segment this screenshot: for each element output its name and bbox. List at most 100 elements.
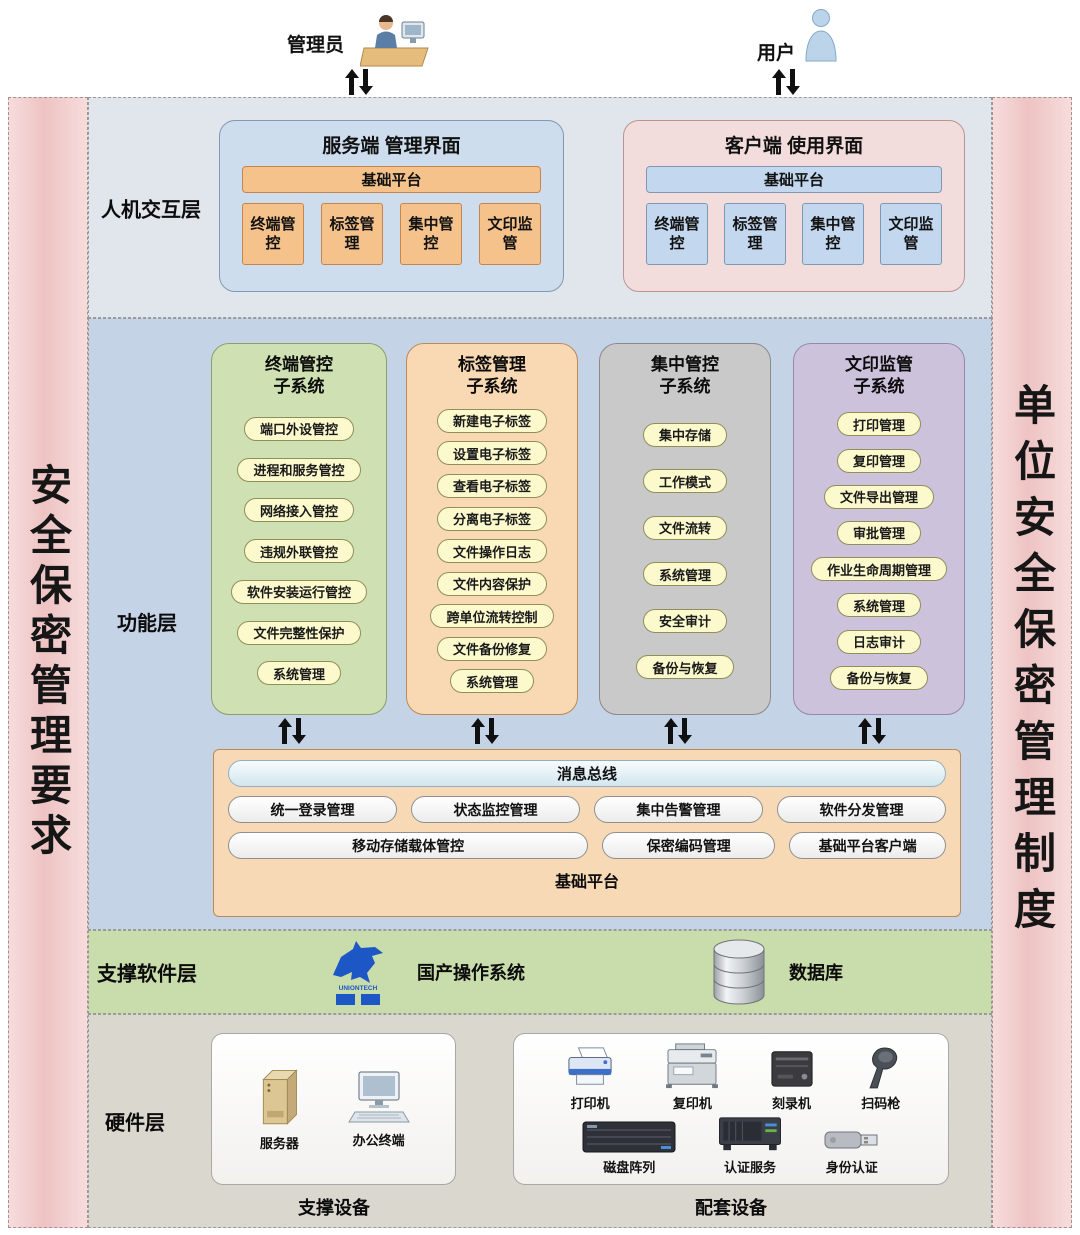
left-banner-text: 安全保密管理要求 (24, 462, 72, 863)
down-arrow-icon (358, 69, 373, 95)
layer-stack: 人机交互层 服务端 管理界面 基础平台 终端管控 标签管理 集中管控 文印监管 … (88, 97, 992, 1228)
down-arrow-icon (291, 718, 306, 744)
admin-link-arrows (344, 69, 373, 95)
subsystem-title-line2: 子系统 (659, 377, 711, 397)
client-usage-panel: 客户端 使用界面 基础平台 终端管控 标签管理 集中管控 文印监管 (623, 120, 965, 292)
uniontech-logo: UNIONTECH (321, 937, 395, 1014)
software-layer: 支撑软件层 UNIONTECH 国产操作系统 (88, 930, 992, 1014)
hardware-layer: 硬件层 服务器 (88, 1014, 992, 1228)
feature-pill: 集中存储 (642, 422, 727, 447)
platform-pill: 状态监控管理 (411, 796, 580, 823)
hardware-layer-label: 硬件层 (105, 1112, 165, 1135)
user-link-arrows (771, 69, 800, 95)
domestic-os-label: 国产操作系统 (417, 963, 525, 983)
hw-label: 复印机 (672, 1096, 712, 1111)
copier-icon (666, 1043, 719, 1089)
module-central-control: 集中管控 (400, 203, 462, 265)
subsystem-title-line1: 标签管理 (458, 355, 526, 374)
right-policy-banner: 单位安全保密管理制度 (992, 97, 1072, 1228)
hw-disk-array: 磁盘阵列 (581, 1120, 677, 1176)
feature-pill: 系统管理 (449, 669, 534, 694)
subsystem-terminal-control: 终端管控 子系统 端口外设管控 进程和服务管控 网络接入管控 违规外联管控 软件… (211, 343, 387, 715)
down-arrow-icon (785, 69, 800, 95)
up-arrow-icon (344, 69, 359, 95)
subsystem-items: 集中存储 工作模式 文件流转 系统管理 安全审计 备份与恢复 (610, 400, 760, 702)
up-arrow-icon (470, 718, 485, 744)
down-arrow-icon (871, 718, 886, 744)
up-arrow-icon (857, 718, 872, 744)
left-requirement-banner: 安全保密管理要求 (8, 97, 88, 1228)
user-label: 用户 (757, 43, 796, 64)
function-layer-label: 功能层 (117, 613, 177, 635)
hw-identity-auth: 身份认证 (823, 1126, 881, 1176)
message-bus: 消息总线 (228, 760, 946, 787)
hw-scanner-gun: 扫码枪 (861, 1044, 901, 1112)
software-layer-label: 支撑软件层 (97, 963, 197, 986)
subsystem-title-line1: 文印监管 (845, 355, 913, 374)
module-terminal-control: 终端管控 (242, 203, 304, 265)
subsystem-title-line2: 子系统 (466, 377, 518, 397)
interaction-layer: 人机交互层 服务端 管理界面 基础平台 终端管控 标签管理 集中管控 文印监管 … (88, 97, 992, 318)
support-devices-label: 支撑设备 (298, 1198, 370, 1218)
feature-pill: 新建电子标签 (436, 408, 547, 433)
feature-pill: 文件操作日志 (436, 539, 547, 564)
support-devices-box: 服务器 办公终端 (211, 1033, 456, 1185)
feature-pill: 设置电子标签 (436, 441, 547, 466)
feature-pill: 打印管理 (836, 412, 921, 437)
base-platform-label: 基础平台 (554, 874, 619, 891)
feature-pill: 工作模式 (642, 469, 727, 494)
hw-label: 扫码枪 (861, 1096, 901, 1111)
hw-label: 刻录机 (772, 1096, 812, 1111)
hw-printer: 打印机 (561, 1044, 619, 1112)
auth-server-icon (719, 1117, 781, 1151)
feature-pill: 进程和服务管控 (237, 457, 361, 482)
hw-label: 身份认证 (825, 1160, 878, 1175)
bus-link-arrows (277, 718, 306, 744)
down-arrow-icon (677, 718, 692, 744)
feature-pill: 网络接入管控 (243, 498, 354, 523)
feature-pill: 文件完整性保护 (237, 620, 361, 645)
subsystem-title-line1: 集中管控 (651, 355, 719, 374)
feature-pill: 日志审计 (836, 629, 921, 654)
feature-pill: 作业生命周期管理 (810, 557, 947, 582)
module-label-management: 标签管理 (724, 203, 786, 265)
platform-pill: 软件分发管理 (777, 796, 946, 823)
subsystem-central-control: 集中管控 子系统 集中存储 工作模式 文件流转 系统管理 安全审计 备份与恢复 (599, 343, 771, 715)
feature-pill: 文件流转 (642, 515, 727, 540)
feature-pill: 文件导出管理 (823, 484, 934, 509)
auxiliary-devices-box: 打印机 复印机 (513, 1033, 949, 1185)
scanner-gun-icon (869, 1047, 897, 1089)
base-platform-container: 消息总线 统一登录管理 状态监控管理 集中告警管理 软件分发管理 移动存储载体管… (213, 749, 961, 917)
database-icon (709, 938, 769, 1011)
bus-link-arrows (857, 718, 886, 744)
subsystem-items: 端口外设管控 进程和服务管控 网络接入管控 违规外联管控 软件安装运行管控 文件… (222, 400, 376, 702)
admin-label: 管理员 (287, 35, 345, 56)
auxiliary-devices-label: 配套设备 (695, 1198, 767, 1218)
server-icon (262, 1069, 298, 1125)
office-terminal-icon (347, 1071, 410, 1123)
subsystem-title: 标签管理 子系统 (417, 354, 567, 398)
hw-label: 服务器 (259, 1136, 299, 1151)
up-arrow-icon (663, 718, 678, 744)
subsystem-title: 集中管控 子系统 (610, 354, 760, 398)
bus-link-arrows (470, 718, 499, 744)
platform-row-2: 移动存储载体管控 保密编码管理 基础平台客户端 (228, 832, 946, 859)
hw-label: 打印机 (570, 1096, 610, 1111)
feature-pill: 查看电子标签 (436, 473, 547, 498)
uniontech-logo-text: UNIONTECH (339, 985, 378, 992)
feature-pill: 复印管理 (836, 448, 921, 473)
hw-label: 磁盘阵列 (603, 1160, 656, 1175)
hw-auth-service: 认证服务 (715, 1114, 785, 1176)
usb-key-icon (824, 1131, 878, 1149)
up-arrow-icon (277, 718, 292, 744)
platform-row-1: 统一登录管理 状态监控管理 集中告警管理 软件分发管理 (228, 796, 946, 823)
platform-pill: 统一登录管理 (228, 796, 397, 823)
subsystem-title-line2: 子系统 (273, 377, 325, 397)
right-banner-text: 单位安全保密管理制度 (1008, 382, 1056, 943)
server-modules: 终端管控 标签管理 集中管控 文印监管 (234, 203, 549, 265)
subsystem-items: 打印管理 复印管理 文件导出管理 审批管理 作业生命周期管理 系统管理 日志审计… (804, 400, 954, 702)
client-modules: 终端管控 标签管理 集中管控 文印监管 (638, 203, 950, 265)
user-icon (804, 8, 838, 67)
subsystem-items: 新建电子标签 设置电子标签 查看电子标签 分离电子标签 文件操作日志 文件内容保… (417, 400, 567, 702)
